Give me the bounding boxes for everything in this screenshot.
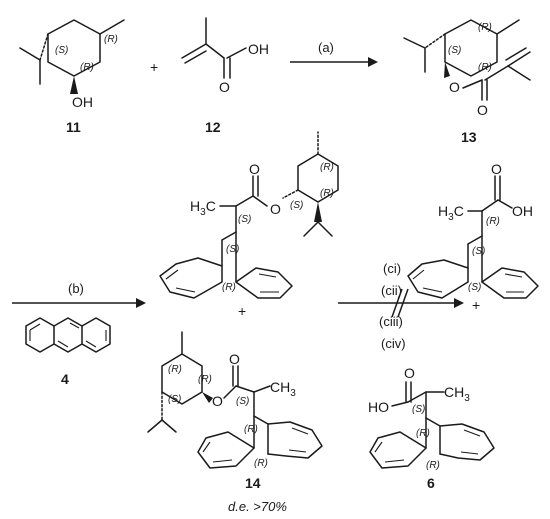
stereo-label: (R) <box>222 282 236 293</box>
compound-11: OH (S) (R) (R) 11 <box>19 19 125 135</box>
methyl-label: H3C <box>190 198 216 218</box>
arrow-label: (civ) <box>381 336 406 351</box>
oxygen-label: O <box>449 79 460 95</box>
stereo-label: (S) <box>448 45 461 56</box>
stereo-label: (S) <box>468 282 481 293</box>
stereo-label: (R) <box>486 216 500 227</box>
stereo-label: (R) <box>478 22 492 33</box>
ester-diastereomer-upper: (R) (S) (R) O O H3C (S) (S) (R) <box>159 131 339 299</box>
stereo-label: (S) <box>412 404 425 415</box>
plus-sign: + <box>472 297 480 313</box>
compound-number: 11 <box>66 119 81 135</box>
diastereomeric-excess-note: d.e. >70% <box>228 499 287 514</box>
arrow-a: (a) <box>290 40 378 67</box>
stereo-label: (S) <box>236 396 249 407</box>
methyl-label: H3C <box>438 203 464 223</box>
methyl-label: CH3 <box>270 379 296 399</box>
oxygen-label: O <box>404 365 415 381</box>
stereo-label: (R) <box>104 34 118 45</box>
oxygen-label: O <box>477 102 488 118</box>
stereo-label: (R) <box>244 424 258 435</box>
stereo-label: (R) <box>254 458 268 469</box>
methyl-label: CH3 <box>444 384 470 404</box>
compound-number: 12 <box>205 119 221 135</box>
acid-enantiomer-upper: H3C O OH (R) (S) (S) <box>407 161 539 299</box>
compound-14: (R) (S) (R) O O CH3 (S) (R) (R) 14 <box>147 331 323 491</box>
oxygen-label: O <box>219 79 230 95</box>
stereo-label: (S) <box>472 246 485 257</box>
oxygen-label: O <box>212 393 223 409</box>
compound-12: O OH 12 <box>181 17 269 135</box>
stereo-label: (R) <box>320 162 334 173</box>
stereo-label: (S) <box>238 214 251 225</box>
plus-sign: + <box>238 303 246 319</box>
oxygen-label: O <box>491 161 502 177</box>
hydroxyl-label: OH <box>512 203 533 219</box>
compound-number: 4 <box>61 371 69 387</box>
hydroxyl-label: OH <box>72 94 93 110</box>
oxygen-label: O <box>249 161 260 177</box>
arrow-b: (b) <box>12 281 146 308</box>
stereo-label: (S) <box>55 45 68 56</box>
hydroxyl-label: HO <box>368 399 389 415</box>
arrow-label: (ciii) <box>379 314 403 329</box>
stereo-label: (R) <box>320 188 334 199</box>
arrow-c: (ci) (cii) (ciii) (civ) <box>338 261 464 351</box>
compound-13: O O (S) (R) (R) 13 <box>403 19 531 145</box>
stereo-label: (S) <box>226 244 239 255</box>
stereo-label: (R) <box>478 62 492 73</box>
compound-number: 6 <box>427 475 435 491</box>
compound-6: O HO CH3 (S) (R) (R) 6 <box>368 365 495 491</box>
stereo-label: (R) <box>426 460 440 471</box>
stereo-label: (R) <box>168 364 182 375</box>
compound-4: 4 <box>25 317 111 387</box>
oxygen-label: O <box>229 351 240 367</box>
stereo-label: (R) <box>416 428 430 439</box>
plus-sign: + <box>150 59 158 75</box>
stereo-label: (S) <box>290 200 303 211</box>
arrow-label: (ci) <box>383 261 401 276</box>
oxygen-label: O <box>270 201 281 217</box>
stereo-label: (S) <box>168 394 181 405</box>
compound-number: 14 <box>245 475 261 491</box>
stereo-label: (R) <box>80 62 94 73</box>
arrow-label: (a) <box>318 40 334 55</box>
arrow-label: (cii) <box>381 283 402 298</box>
arrow-label: (b) <box>68 281 84 296</box>
hydroxyl-label: OH <box>248 41 269 57</box>
stereo-label: (R) <box>198 374 212 385</box>
compound-number: 13 <box>461 129 477 145</box>
